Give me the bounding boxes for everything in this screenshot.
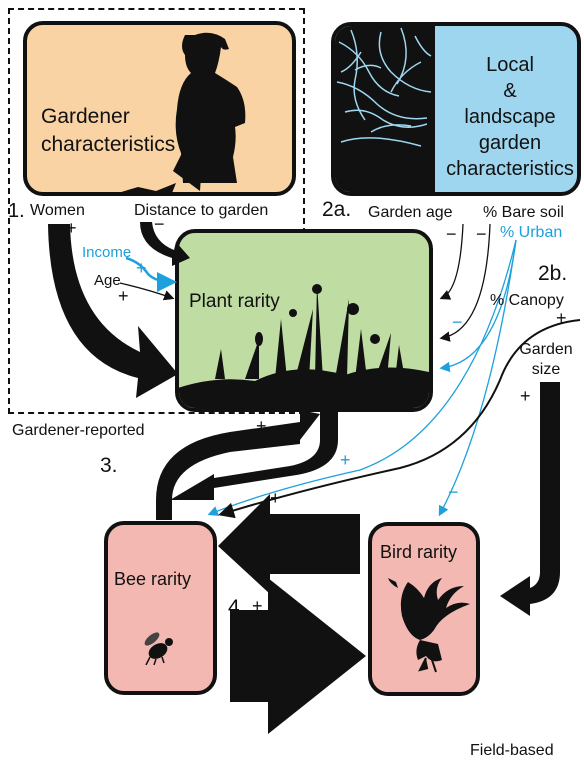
urban-label: % Urban [500, 224, 562, 242]
step-2b-label: 2b. [538, 262, 567, 286]
arrow-income-plant [126, 258, 172, 282]
sign-canopy: + [556, 308, 567, 329]
step-4-label: 4. [228, 596, 246, 620]
sign-age: + [118, 286, 129, 307]
sign-bee-bird: + [252, 596, 263, 617]
gardener-reported-label: Gardener-reported [12, 422, 145, 440]
sign-garden-age: − [446, 224, 457, 245]
sign-urban-plant: − [452, 312, 463, 333]
sign-urban-bird: − [448, 482, 459, 503]
sign-garden-size: + [520, 386, 531, 407]
sign-women: + [66, 218, 77, 239]
sign-bare-soil: − [476, 224, 487, 245]
step-1-label: 1. [8, 200, 25, 223]
arrow-garden-size-bird [500, 382, 560, 616]
garden-age-label: Garden age [368, 204, 453, 222]
age-label: Age [94, 272, 121, 289]
income-label: Income [82, 244, 131, 261]
sign-distance: − [154, 214, 165, 235]
sign-income: + [136, 258, 147, 279]
arrow-plant-bee-outer [140, 410, 320, 520]
sign-bird-bee: + [270, 488, 281, 509]
women-label: Women [30, 202, 85, 220]
bare-soil-label: % Bare soil [483, 204, 564, 222]
sign-plant-bee-2: + [204, 480, 215, 501]
arrow-distance-plant [140, 222, 190, 266]
canopy-label: % Canopy [490, 292, 564, 310]
sign-plant-bee-1: + [256, 416, 267, 437]
arrow-bee-bird [230, 578, 366, 734]
field-based-label: Field-based [470, 742, 554, 760]
step-3-label: 3. [100, 454, 118, 478]
step-2a-label: 2a. [322, 198, 351, 222]
sign-canopy-bee: + [340, 450, 351, 471]
garden-size-label: Garden size [516, 340, 576, 380]
